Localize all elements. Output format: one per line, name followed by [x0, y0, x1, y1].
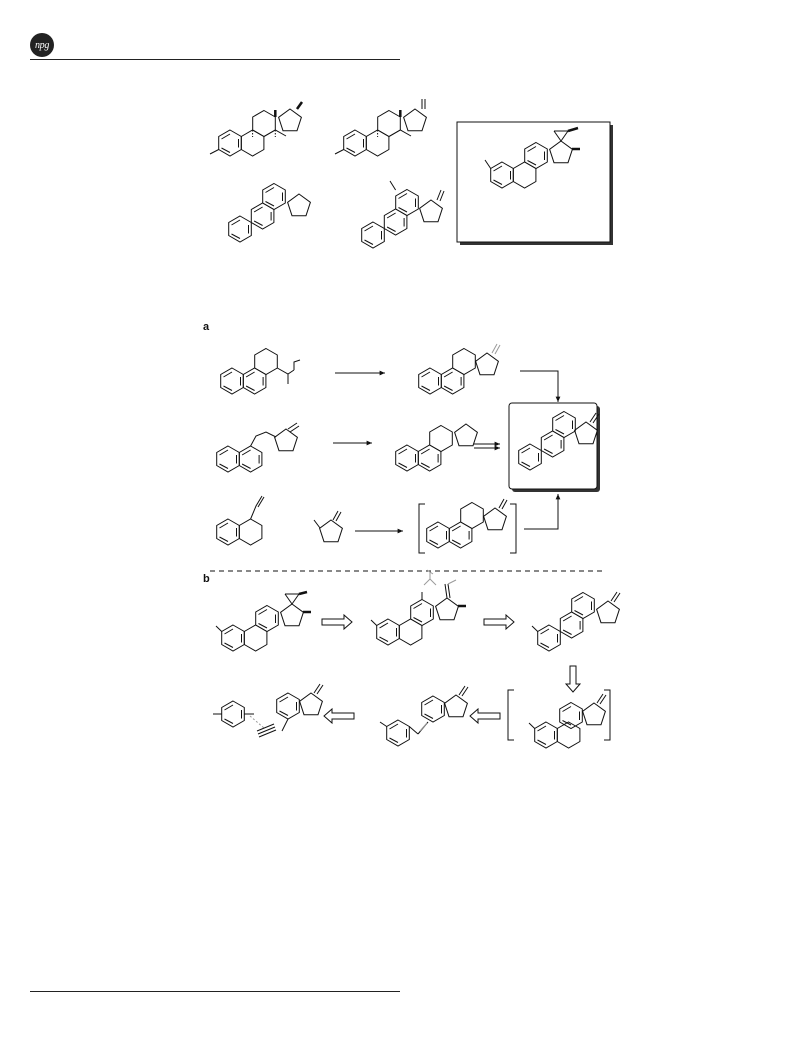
retro-arrow-down: [564, 665, 582, 693]
panel-a-row3-vinyl-dihydronaphthalene: [216, 496, 264, 546]
structure-steroid-2: [335, 99, 427, 157]
panel-a-row1-reactant: [220, 348, 300, 395]
panel-a-row3-dienophile: [314, 511, 343, 543]
structure-methyl-cyclopenta-phenanthrenone: [361, 181, 444, 249]
logo-text: npg: [34, 39, 50, 51]
arrow-a3-to-target: [524, 494, 561, 530]
panel-a-label: a: [203, 321, 210, 333]
header-rule: [30, 59, 400, 60]
retro-arrow-b4: [323, 707, 355, 725]
panel-a-row1-product: [418, 344, 500, 395]
structure-steroid-1: [210, 102, 302, 157]
panel-a-row2-reactant: [216, 423, 299, 473]
retro-arrow-b3: [469, 707, 501, 725]
footer-rule: [30, 991, 400, 992]
panel-b-intermediate-1: [371, 570, 466, 646]
retro-arrow-b2: [483, 613, 515, 631]
panel-a-boxed-target: [508, 402, 600, 492]
arrow-a1-to-target: [520, 370, 561, 402]
panel-b-label: b: [203, 573, 210, 585]
panel-b-tolyl-alkyne-fragments: [213, 684, 323, 737]
panel-b-target: [216, 592, 311, 652]
panel-b-bracket-intermediate: [507, 689, 611, 749]
structure-cyclopenta-phenanthrene: [228, 183, 311, 243]
panel-b-stilbene-intermediate: [380, 686, 468, 747]
boxed-target-compound: [456, 121, 613, 245]
npg-logo: npg: [30, 33, 54, 57]
panel-a-row3-bracket-intermediate: [418, 499, 517, 554]
panel-b-intermediate-2: [532, 592, 620, 652]
panel-a-row2-intermediate: [395, 423, 478, 472]
retro-arrow-b1: [321, 613, 353, 631]
